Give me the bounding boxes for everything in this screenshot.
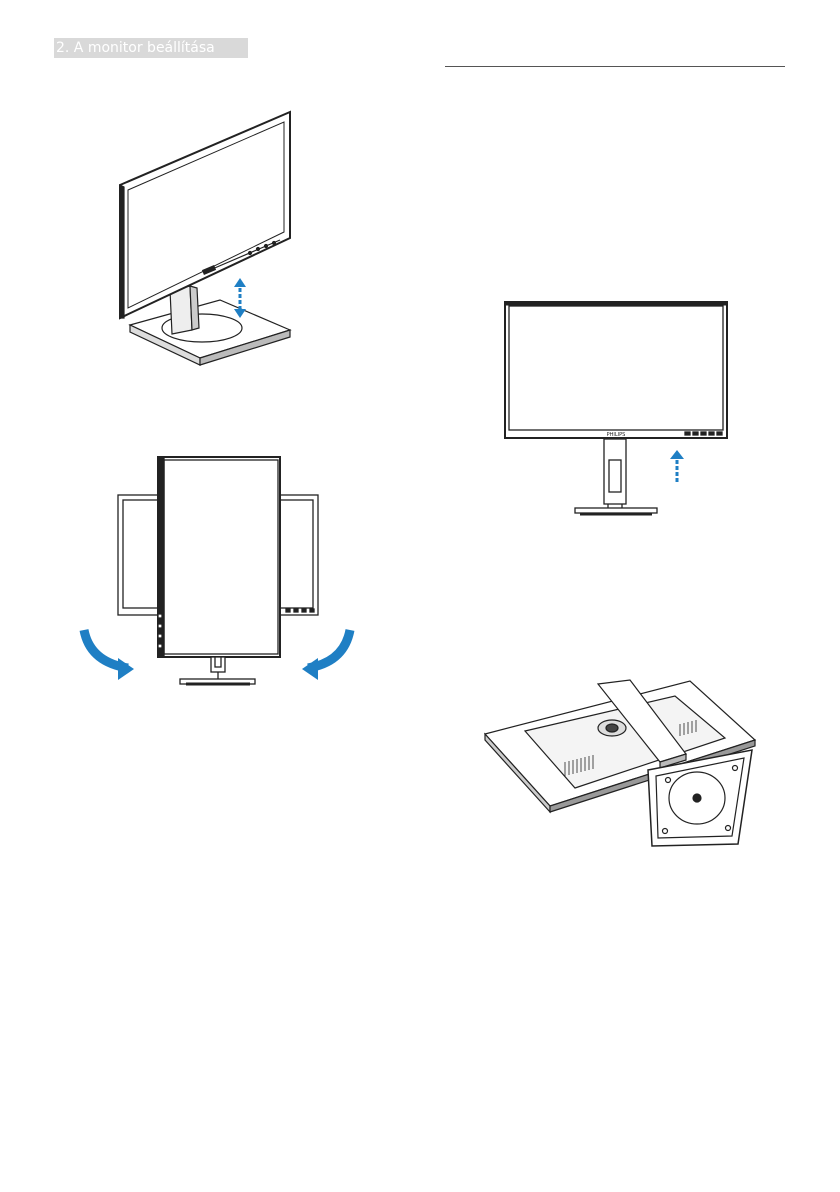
section-header: 2. A monitor beállítása xyxy=(54,38,248,58)
front-view-illustration: PHILIPS xyxy=(500,300,732,524)
height-adjust-illustration xyxy=(100,100,300,370)
stand-removal-illustration xyxy=(480,676,765,856)
pivot-illustration xyxy=(78,452,368,696)
header-rule xyxy=(445,66,785,67)
front-brand-label: PHILIPS xyxy=(607,432,626,438)
raise-arrow-icon xyxy=(670,450,684,482)
